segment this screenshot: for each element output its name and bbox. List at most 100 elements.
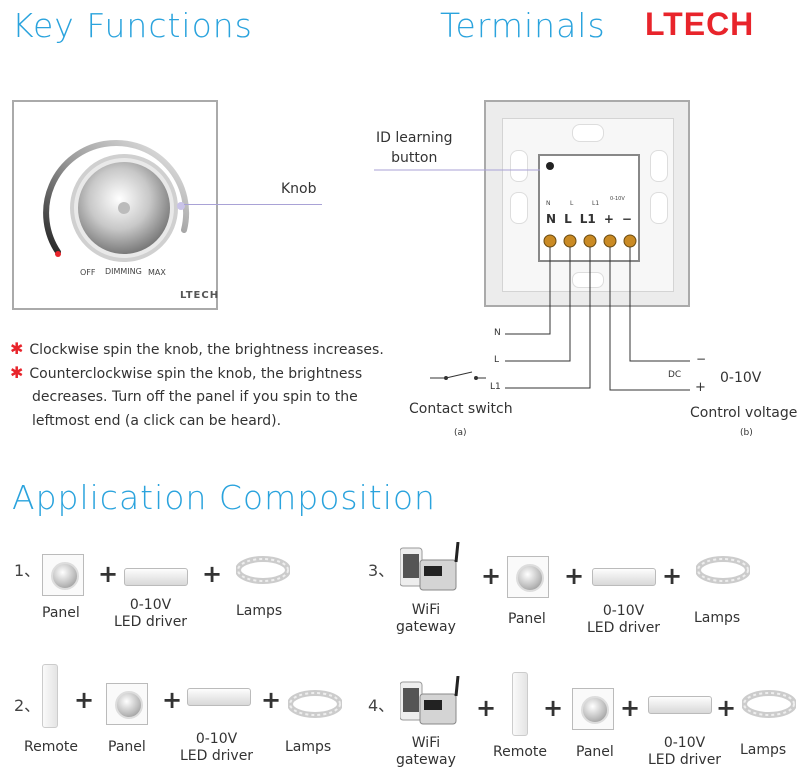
voltage-label: 0-10V — [720, 370, 762, 386]
wifi-gateway-label: WiFi gateway — [396, 735, 456, 769]
plus-icon: + — [74, 686, 95, 714]
plus-icon: + — [476, 694, 497, 722]
lamps-label: Lamps — [236, 603, 283, 619]
dial-max-label: MAX — [148, 268, 166, 277]
lamps-label: Lamps — [740, 742, 787, 758]
plus-icon: + — [481, 562, 502, 590]
plus-icon: + — [716, 694, 737, 722]
driver-label-2: LED driver — [587, 620, 661, 636]
driver-label: 0-10V LED driver — [114, 597, 187, 631]
driver-label-2: LED driver — [114, 614, 188, 630]
lamps-icon — [742, 690, 796, 718]
dc-label: DC — [668, 370, 682, 380]
panel-label: Panel — [508, 611, 546, 627]
mount-slot — [510, 192, 528, 224]
remote-label: Remote — [24, 739, 79, 755]
control-tag: (b) — [740, 428, 753, 438]
pin-labels: N L L1 + − — [542, 212, 636, 226]
panel-icon — [42, 554, 84, 596]
terminal-block: N L L1 0-10V N L L1 + − — [538, 154, 640, 230]
id-learning-line2: button — [391, 150, 438, 166]
pin-small-n: N — [546, 200, 551, 207]
panel-icon — [507, 556, 549, 598]
pin-small-010v: 0-10V — [610, 196, 625, 202]
driver-label-1: 0-10V — [663, 735, 706, 751]
id-learning-button[interactable] — [546, 162, 554, 170]
led-driver-icon — [187, 688, 251, 706]
driver-label-1: 0-10V — [129, 597, 172, 613]
terminal-screws — [543, 234, 637, 248]
knob-leader-line — [184, 204, 322, 205]
contact-tag: (a) — [454, 428, 467, 438]
lamps-label: Lamps — [285, 739, 332, 755]
wire-l-label: L — [494, 355, 500, 365]
lamps-icon — [696, 556, 750, 584]
plus-icon: + — [98, 560, 119, 588]
wifi-gateway-label: WiFi gateway — [396, 602, 456, 636]
plus-icon: + — [564, 562, 585, 590]
control-voltage-label: Control voltage — [690, 405, 798, 421]
remote-icon — [42, 664, 58, 728]
lamps-icon — [236, 556, 290, 584]
dc-minus-label: − — [696, 352, 707, 366]
mount-slot — [572, 272, 604, 288]
dc-plus-label: + — [695, 380, 706, 395]
dial-off-label: OFF — [80, 268, 96, 277]
panel-front: OFF DIMMING MAX LTECH — [12, 100, 218, 310]
driver-label: 0-10V LED driver — [587, 603, 660, 637]
wire-l1-label: L1 — [490, 382, 501, 392]
composition-1-number: 1、 — [14, 561, 41, 580]
panel-label: Panel — [576, 744, 614, 760]
driver-label-1: 0-10V — [602, 603, 645, 619]
application-heading: Application Composition — [12, 478, 436, 517]
note-line-2: decreases. Turn off the panel if you spi… — [32, 389, 358, 405]
led-driver-icon — [648, 696, 712, 714]
pin-small-l1: L1 — [592, 200, 600, 207]
led-driver-icon — [124, 568, 188, 586]
panel-label: Panel — [42, 605, 80, 621]
pin-small-l: L — [570, 200, 574, 207]
pin-minus: − — [621, 212, 632, 226]
wifi-label-2: gateway — [396, 619, 456, 635]
wifi-gateway-icon — [400, 542, 460, 591]
wifi-label-2: gateway — [396, 752, 456, 768]
wire-n-label: N — [494, 328, 501, 338]
pin-plus: + — [603, 212, 614, 226]
composition-2-number: 2、 — [14, 696, 41, 715]
dial-dimming-label: DIMMING — [105, 267, 142, 276]
terminals-heading: Terminals — [440, 6, 606, 45]
led-driver-icon — [592, 568, 656, 586]
panel-back: N L L1 0-10V N L L1 + − — [484, 100, 690, 307]
wifi-label-1: WiFi — [411, 602, 441, 618]
note-counterclockwise: ✱Counterclockwise spin the knob, the bri… — [10, 363, 363, 382]
wifi-gateway-icon — [400, 676, 460, 725]
plus-icon: + — [620, 694, 641, 722]
knob-dial-graphic — [43, 139, 190, 262]
id-learning-label: ID learning button — [376, 128, 452, 168]
contact-switch-label: Contact switch — [409, 401, 513, 417]
panel-label: Panel — [108, 739, 146, 755]
remote-label: Remote — [493, 744, 548, 760]
composition-4-number: 4、 — [368, 696, 395, 715]
pin-n: N — [546, 212, 557, 226]
pin-l1: L1 — [579, 212, 596, 226]
id-learning-line1: ID learning — [376, 130, 453, 146]
wifi-label-1: WiFi — [411, 735, 441, 751]
mount-slot — [510, 150, 528, 182]
plus-icon: + — [261, 686, 282, 714]
ltech-logo: LTECH — [645, 6, 755, 42]
key-functions-heading: Key Functions — [12, 6, 253, 45]
driver-label: 0-10V LED driver — [180, 731, 253, 765]
pin-l: L — [564, 212, 572, 226]
mount-slot — [650, 150, 668, 182]
remote-icon — [512, 672, 528, 736]
driver-label-2: LED driver — [180, 748, 254, 764]
plus-icon: + — [162, 686, 183, 714]
lamps-label: Lamps — [694, 610, 741, 626]
mount-slot — [650, 192, 668, 224]
panel-icon — [106, 683, 148, 725]
plus-icon: + — [202, 560, 223, 588]
driver-label-2: LED driver — [648, 752, 722, 768]
asterisk-icon: ✱ — [10, 363, 24, 382]
